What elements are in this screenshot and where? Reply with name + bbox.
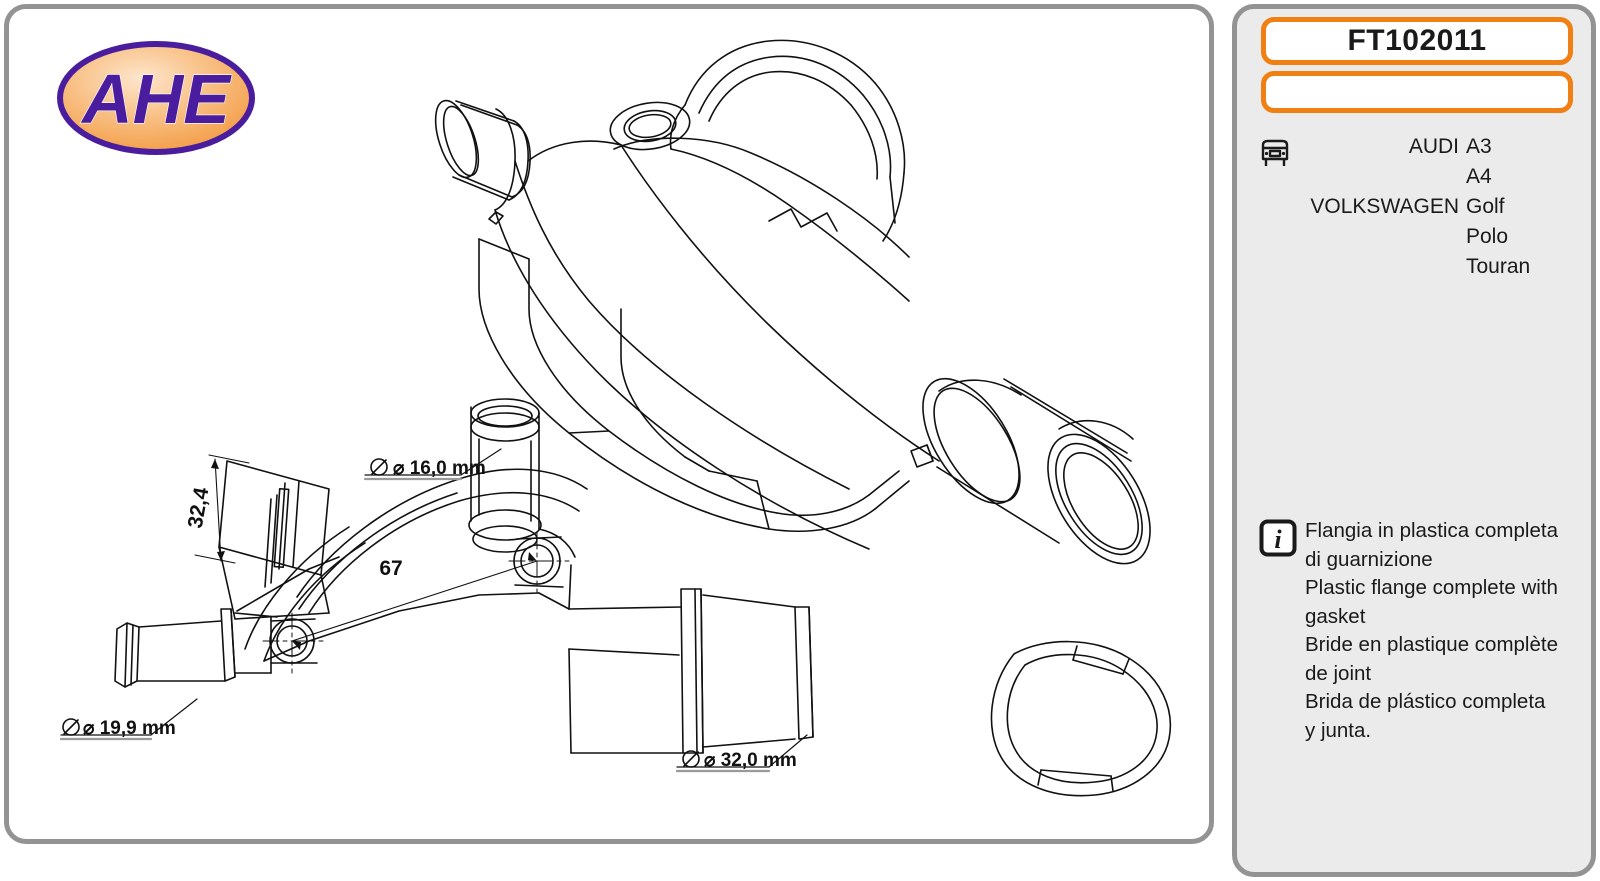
gasket-oring — [990, 640, 1172, 797]
description-line: Flangia in plastica completa — [1305, 519, 1558, 542]
info-icon: i — [1259, 519, 1297, 557]
description-line: Plastic flange complete with — [1305, 576, 1558, 599]
logo-text: AHE — [80, 60, 232, 138]
description-section: i Flangia in plastica completa di guarni… — [1259, 517, 1585, 745]
vehicle-make: VOLKSWAGEN — [1310, 195, 1459, 218]
vehicle-model: Polo — [1466, 225, 1509, 248]
vehicle-row: Touran — [1259, 255, 1579, 285]
vehicle-row: Polo — [1259, 225, 1579, 255]
dim-label-67: 67 — [379, 557, 402, 580]
description-line: de joint — [1305, 661, 1372, 685]
technical-drawing: 32,4 67 ⌀ 16,0 mm ⌀ 19,9 mm ⌀ 32,0 mm — [59, 39, 1172, 797]
main-housing-3d — [434, 39, 1151, 565]
description-line: gasket — [1305, 604, 1366, 628]
dim-label-32-4: 32,4 — [184, 485, 214, 530]
dim-label-dia-19-9: ⌀ 19,9 mm — [83, 718, 176, 739]
description-line: Bride en plastique complète — [1305, 633, 1558, 656]
secondary-code-box — [1261, 71, 1573, 113]
dimension-annotations — [59, 448, 808, 773]
dim-label-dia-32-0: ⌀ 32,0 mm — [704, 750, 797, 771]
dim-label-dia-16: ⌀ 16,0 mm — [393, 458, 486, 479]
flange-side-view — [114, 398, 814, 754]
info-panel: FT102011 AUDI A3 — [1232, 4, 1596, 877]
vehicle-model: Touran — [1466, 255, 1531, 278]
vehicle-make: AUDI — [1408, 135, 1459, 158]
ahe-logo: AHE — [57, 41, 255, 155]
vehicle-model: Golf — [1466, 195, 1505, 218]
vehicle-row: A4 — [1259, 165, 1579, 195]
car-front-icon — [1261, 139, 1289, 166]
description-line: y junta. — [1305, 718, 1372, 742]
svg-text:i: i — [1274, 525, 1282, 554]
part-number-text: FT102011 — [1347, 24, 1487, 57]
vehicle-row: AUDI A3 — [1259, 135, 1579, 165]
drawing-panel: AHE — [4, 4, 1214, 844]
part-number-box: FT102011 — [1261, 17, 1573, 65]
vehicle-row: VOLKSWAGEN Golf — [1259, 195, 1579, 225]
vehicle-model: A3 — [1466, 135, 1492, 158]
vehicle-model: A4 — [1466, 165, 1492, 188]
description-line: Brida de plástico completa — [1305, 690, 1546, 713]
description-line: di guarnizione — [1305, 547, 1433, 571]
vehicle-application-list: AUDI A3 A4 VOLKSWAGEN Golf Polo Touran — [1259, 135, 1579, 285]
